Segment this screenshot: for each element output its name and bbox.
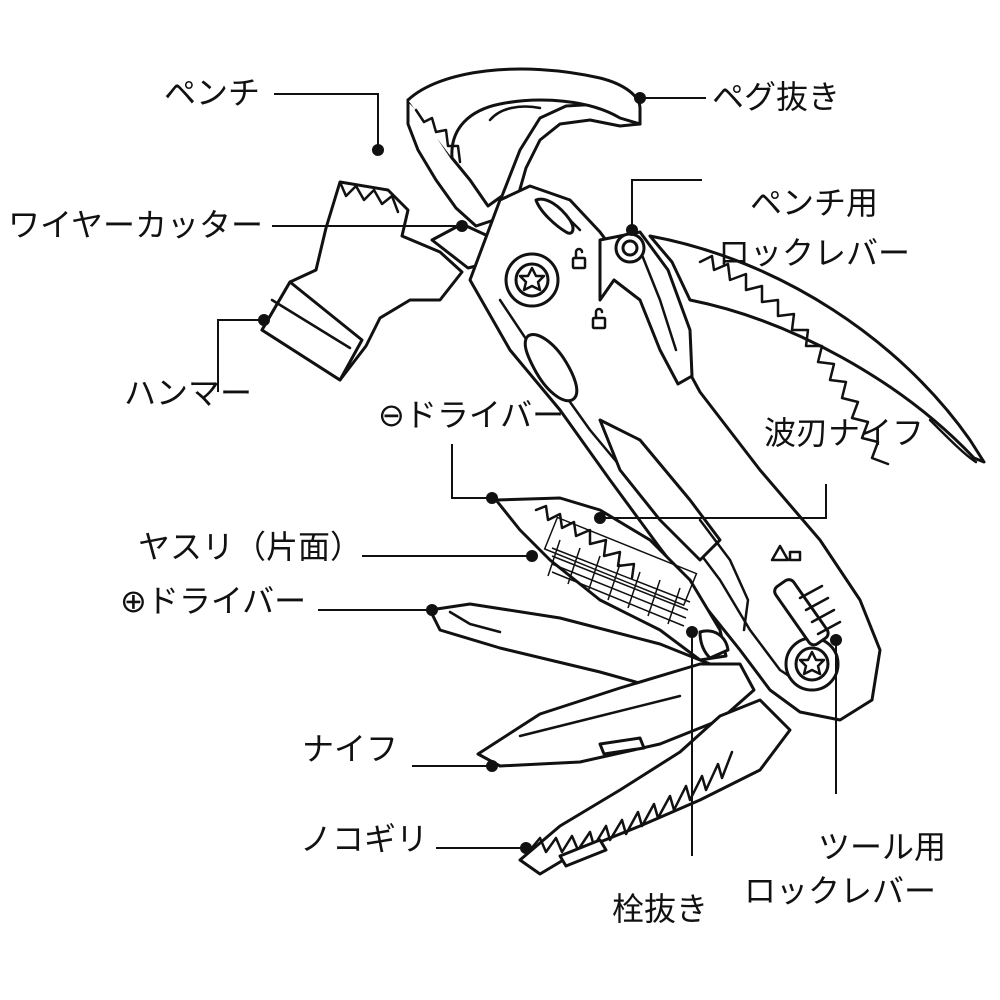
label-hammer: ハンマー [124,374,252,412]
leaders-left [217,93,538,854]
tool-lock-slider [770,544,842,647]
label-pliers: ペンチ [164,74,260,112]
label-plier-lock-lever-line2: ロックレバー [718,234,910,272]
file-tool [494,496,728,662]
torx-screw-bottom [784,636,840,692]
padlock-icon [571,247,607,330]
serrated-knife-blade [648,234,986,466]
saw-blade [518,698,792,876]
leaders-right [594,92,842,856]
label-file: ヤスリ（片面） [138,528,362,566]
label-saw: ノコギリ [300,820,428,858]
label-phillips-driver: ⊕ドライバー [120,582,306,620]
label-tool-lock-lever-line2: ロックレバー [744,872,936,910]
label-serrated-knife: 波刃ナイフ [764,414,924,452]
label-knife: ナイフ [302,730,398,768]
labels-left: ペンチ ワイヤーカッター ハンマー ⊖ドライバー ヤスリ（片面） ⊕ドライバー … [8,74,564,858]
label-flat-driver: ⊖ドライバー [378,396,564,434]
label-plier-lock-lever-line1: ペンチ用 [750,184,878,222]
plier-lock-lever [598,230,694,386]
label-tool-lock-lever-line1: ツール用 [818,828,946,866]
torx-screw-top [504,252,560,308]
labels-right: ペグ抜き ペンチ用 ロックレバー 波刃ナイフ ツール用 ロックレバー 栓抜き [612,78,946,928]
hammer-head [260,180,464,382]
label-peg-puller: ペグ抜き [712,78,840,116]
label-wire-cutter: ワイヤーカッター [8,206,263,244]
knife-blade [476,662,756,768]
bottle-opener-notch [698,629,730,660]
label-bottle-opener: 栓抜き [612,890,708,928]
plier-jaws [406,67,642,270]
